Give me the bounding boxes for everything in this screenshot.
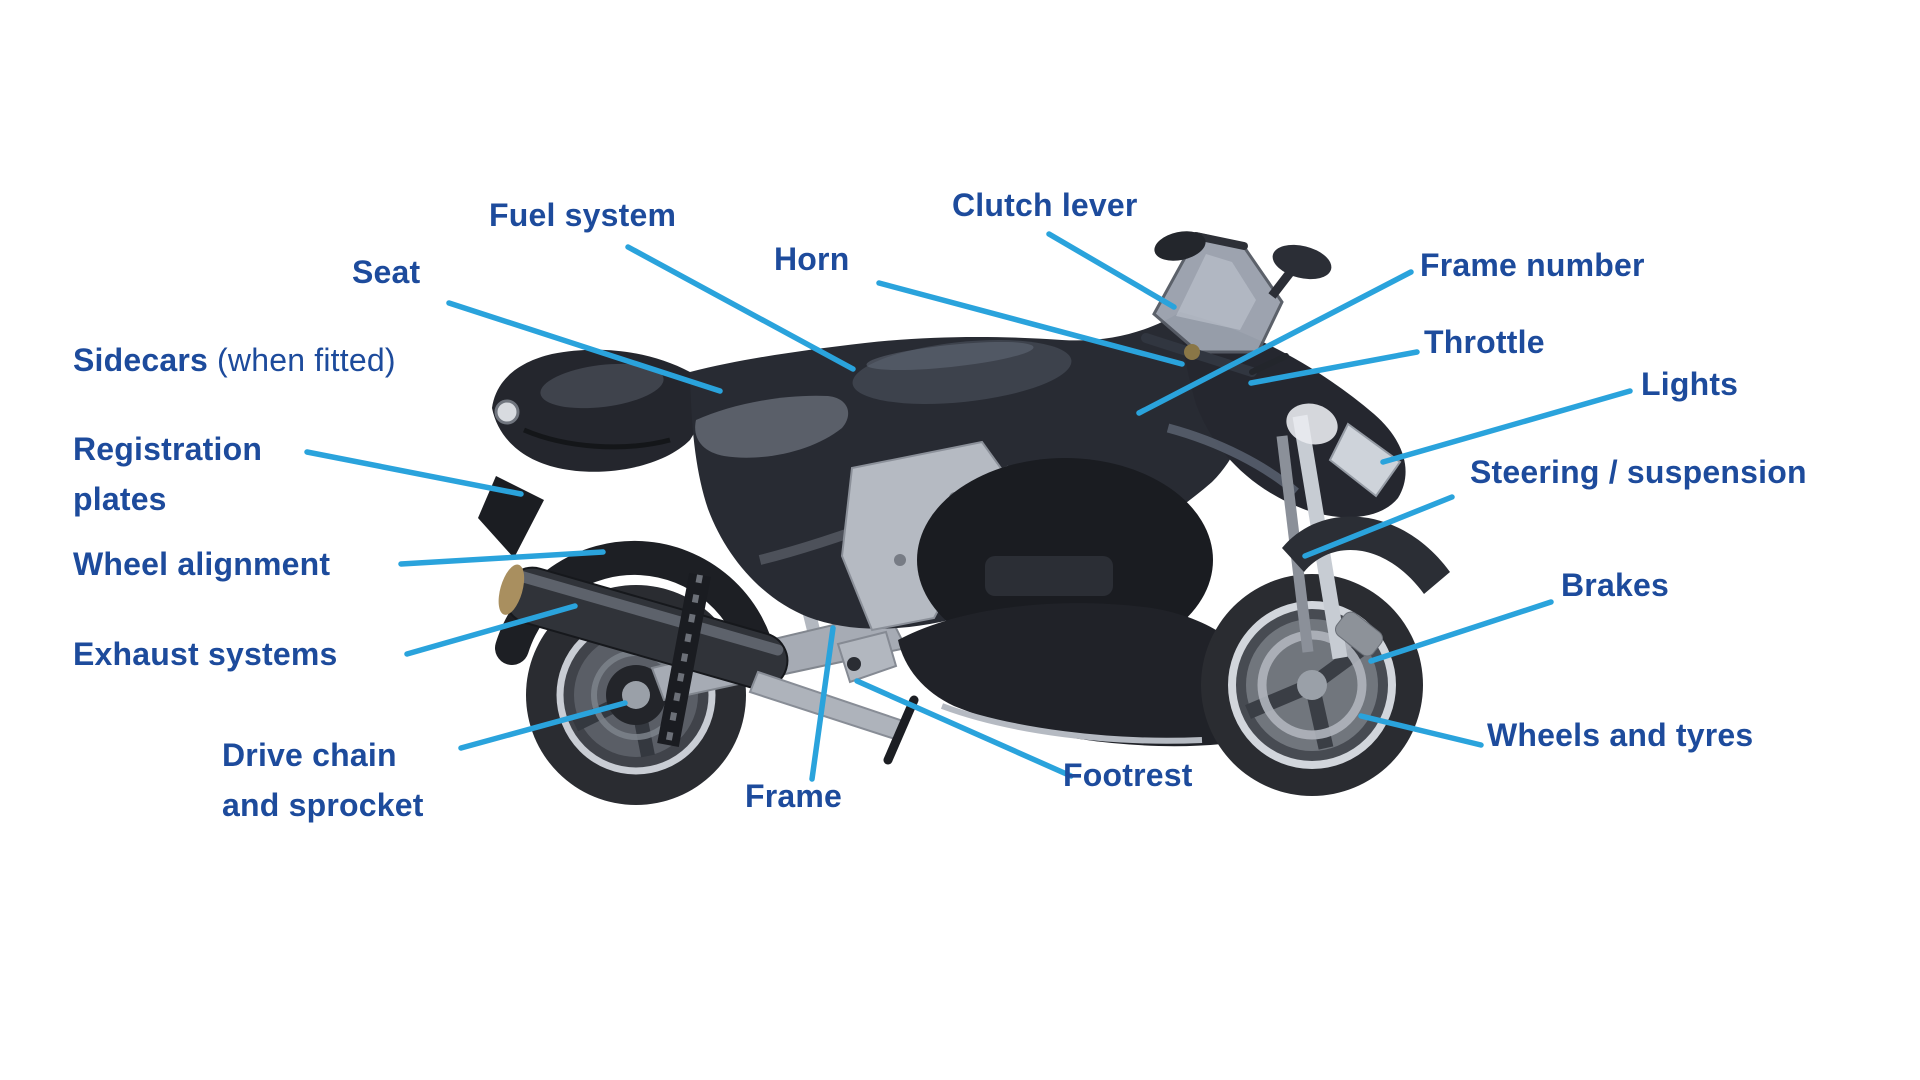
front-wheel (1201, 574, 1423, 796)
label-sidecars: Sidecars(when fitted) (73, 344, 396, 376)
label-sidecars-note: (when fitted) (217, 342, 396, 378)
label-brakes: Brakes (1561, 567, 1669, 603)
label-seat: Seat (352, 254, 421, 290)
mirror-far (1154, 231, 1206, 261)
label-sidecars-term: Sidecars (73, 342, 209, 378)
leader-line-frame (809, 625, 836, 782)
leader-line-wheels-and-tyres (1358, 713, 1484, 748)
mirror-stalk (1268, 267, 1296, 299)
leader-lines (304, 231, 1633, 782)
belly-silver-lip (940, 703, 1203, 744)
label-steering-suspension: Steering / suspension (1470, 454, 1807, 490)
leader-line-registration-plates (304, 449, 524, 497)
pillion-seat (540, 363, 664, 409)
leader-line-wheel-alignment (398, 549, 606, 567)
leader-line-steering-suspension (1302, 494, 1455, 559)
leader-line-seat (446, 300, 723, 394)
drive-chain (657, 572, 711, 748)
label-horn: Horn (774, 241, 850, 277)
leader-line-drive-chain (458, 700, 628, 751)
label-clutch-lever: Clutch lever (952, 187, 1138, 223)
engine-fins (985, 556, 1113, 596)
label-drive-chain-line2: and sprocket (222, 787, 424, 823)
label-wheels-and-tyres: Wheels and tyres (1487, 717, 1754, 753)
label-frame: Frame (745, 778, 843, 814)
label-drive-chain-and-sprocket: Drive chain and sprocket (222, 730, 424, 830)
front-fender (1282, 516, 1450, 594)
leader-line-fuel-system (625, 244, 856, 372)
side-stand (883, 695, 919, 765)
belly-fairing (898, 603, 1265, 747)
grab-rail (523, 427, 671, 450)
label-drive-chain-line1: Drive chain (222, 737, 397, 773)
leader-line-lights (1380, 388, 1633, 465)
footpeg-bracket (836, 630, 898, 684)
label-throttle: Throttle (1424, 324, 1545, 360)
leader-line-clutch-lever (1046, 231, 1177, 310)
leader-line-frame-number (1136, 269, 1414, 416)
label-registration-plates: Registration plates (73, 424, 262, 524)
label-lights: Lights (1641, 366, 1739, 402)
tail-light (494, 399, 520, 425)
label-exhaust-systems: Exhaust systems (73, 636, 338, 672)
label-wheel-alignment: Wheel alignment (73, 546, 331, 582)
rear-mudguard (478, 476, 544, 558)
leader-line-brakes (1368, 599, 1554, 664)
label-frame-number: Frame number (1420, 247, 1645, 283)
fork-shroud (1286, 403, 1338, 445)
tank-highlight (866, 341, 1034, 371)
label-fuel-system: Fuel system (489, 197, 677, 233)
label-footrest: Footrest (1063, 757, 1193, 793)
label-registration-line1: Registration (73, 431, 263, 467)
leader-line-throttle (1248, 349, 1420, 386)
headlight (1328, 422, 1402, 498)
exhaust-muffler (498, 564, 789, 690)
windscreen-shine (1176, 254, 1256, 330)
rider-seat (695, 395, 849, 458)
leader-line-exhaust-systems (404, 603, 578, 657)
leader-line-footrest (854, 678, 1074, 779)
label-registration-line2: plates (73, 481, 167, 517)
brake-caliper (1334, 611, 1384, 657)
mirror-near (1272, 244, 1332, 280)
leader-line-horn (876, 280, 1185, 367)
motorcycle-illustration (478, 231, 1450, 805)
